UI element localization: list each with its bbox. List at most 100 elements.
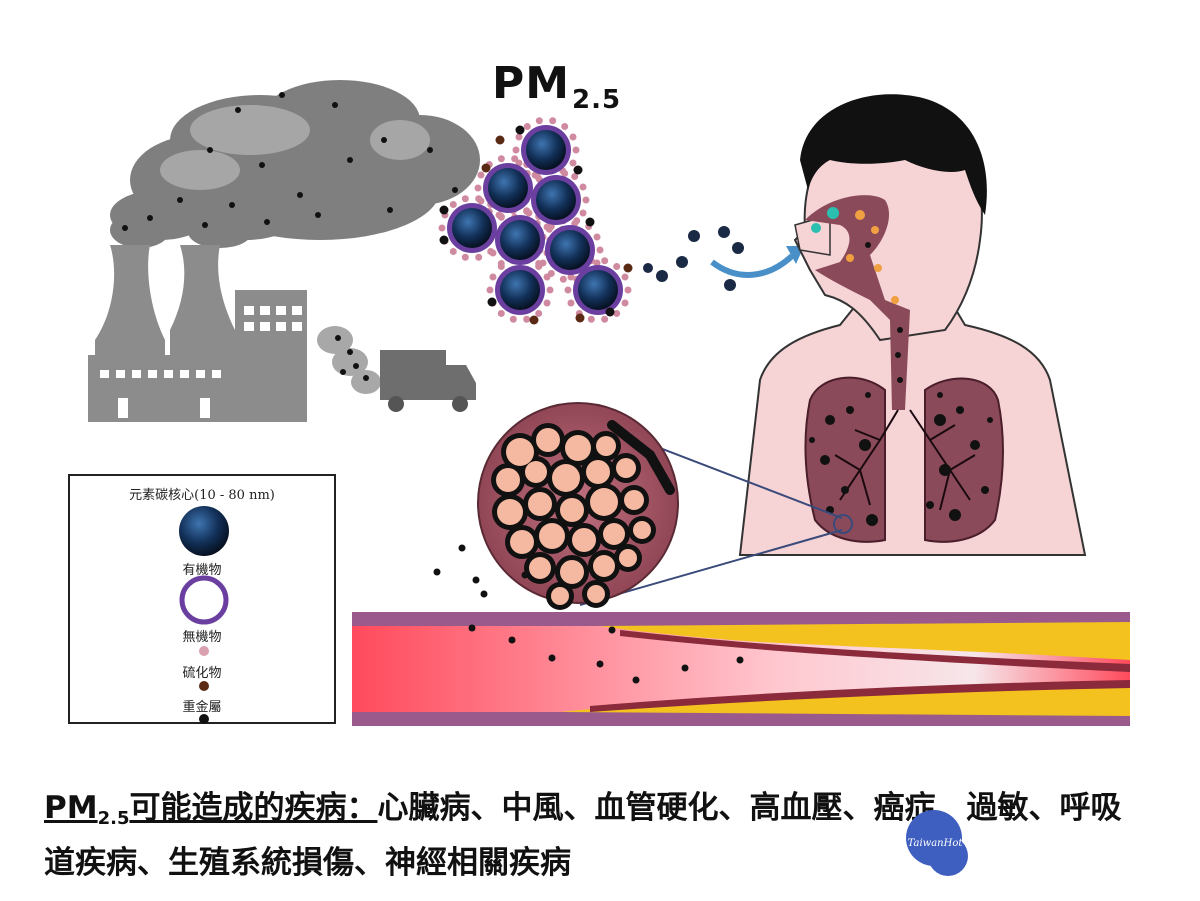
- lung-particle: [981, 486, 989, 494]
- inorganic-particle: [509, 315, 517, 323]
- alveolus: [529, 557, 551, 579]
- carbon-core: [526, 130, 566, 170]
- sulfide-particle: [575, 313, 585, 323]
- pm25-title: PM2.5: [492, 58, 622, 115]
- alveolus: [552, 464, 580, 492]
- inhale-arrow: [710, 253, 795, 278]
- inorganic-particle: [559, 275, 567, 283]
- alveolus: [565, 435, 591, 461]
- legend-metal-label: 重金屬: [182, 700, 222, 715]
- lung-particle: [820, 455, 830, 465]
- lung-particles: [809, 392, 993, 526]
- truck: [380, 350, 476, 412]
- legend-inorganic-swatch: [199, 646, 209, 656]
- alveolus: [633, 521, 651, 539]
- lung-particle: [987, 417, 993, 423]
- inorganic-particle: [475, 195, 483, 203]
- inorganic-particle: [535, 309, 543, 317]
- inorganic-particle: [624, 286, 632, 294]
- alveolus: [590, 488, 618, 516]
- inorganic-particle: [497, 309, 505, 317]
- caption-pm-label: PM2.5: [44, 790, 130, 829]
- inorganic-particle: [567, 299, 575, 307]
- alveolus: [551, 587, 569, 605]
- inorganic-particle: [573, 217, 581, 225]
- alveolus: [525, 461, 547, 483]
- sulfide-particle: [529, 315, 539, 325]
- alveolus: [560, 498, 584, 522]
- inorganic-particle: [593, 259, 601, 267]
- sulfide-particle: [623, 263, 633, 273]
- inorganic-particle: [535, 263, 543, 271]
- alveolus: [619, 549, 637, 567]
- taiwanhot-logo: TaiwanHot: [898, 808, 972, 878]
- inorganic-particle: [523, 123, 531, 131]
- inorganic-particle: [579, 209, 587, 217]
- inorganic-particle: [449, 247, 457, 255]
- inorganic-particle: [486, 286, 494, 294]
- airborne-particles: [643, 226, 744, 291]
- inorganic-particle: [543, 299, 551, 307]
- logo-text: TaiwanHot: [907, 838, 963, 849]
- inorganic-particle: [497, 155, 505, 163]
- alveolus: [593, 555, 615, 577]
- inorganic-particle: [567, 273, 575, 281]
- legend-core-swatch: [179, 506, 229, 556]
- inorganic-particle: [497, 263, 505, 271]
- alveolus: [497, 499, 523, 525]
- alveolus: [624, 490, 644, 510]
- carbon-core: [578, 270, 618, 310]
- legend-sulfide-swatch: [199, 681, 209, 691]
- sulfide-particle: [495, 135, 505, 145]
- alveolus: [586, 460, 610, 484]
- nasal-airway: [805, 195, 910, 410]
- inorganic-particle: [474, 184, 482, 192]
- particle-legend: 元素碳核心(10 - 80 nm) 有機物 無機物 硫化物 重金屬: [68, 474, 336, 724]
- inorganic-particle: [569, 133, 577, 141]
- carbon-core: [536, 180, 576, 220]
- pm25-particle-cluster: [438, 117, 633, 325]
- heavy-metal-particle: [487, 297, 497, 307]
- heavy-metal-particle: [439, 235, 449, 245]
- disease-caption: PM2.5可能造成的疾病：心臟病、中風、血管硬化、高血壓、癌症、過敏、呼吸道疾病…: [44, 786, 1134, 885]
- sulfide-particle: [481, 163, 491, 173]
- lung-particle: [841, 486, 849, 494]
- inorganic-particle: [475, 253, 483, 261]
- lung-particle: [809, 437, 815, 443]
- zoom-target: [833, 514, 853, 534]
- inorganic-particle: [449, 201, 457, 209]
- alveolus: [510, 530, 534, 554]
- lung-particle: [825, 415, 835, 425]
- human-figure: [738, 94, 1087, 556]
- factory-windows: [100, 306, 302, 418]
- inorganic-particle: [461, 253, 469, 261]
- carbon-core: [452, 208, 492, 248]
- inorganic-particle: [593, 233, 601, 241]
- alveolus: [560, 560, 584, 584]
- lung-particle: [859, 439, 871, 451]
- inorganic-particle: [489, 249, 497, 257]
- carbon-core: [550, 230, 590, 270]
- inorganic-particle: [621, 273, 629, 281]
- inorganic-particle: [601, 315, 609, 323]
- inorganic-particle: [477, 171, 485, 179]
- truck-exhaust: [317, 326, 381, 394]
- alveolus: [616, 458, 636, 478]
- alveolus: [539, 523, 565, 549]
- heavy-metal-particle: [605, 307, 615, 317]
- inorganic-particle: [564, 286, 572, 294]
- carbon-core: [500, 270, 540, 310]
- heavy-metal-particle: [585, 217, 595, 227]
- inorganic-particle: [579, 183, 587, 191]
- heavy-metal-particle: [573, 165, 583, 175]
- inorganic-particle: [601, 257, 609, 265]
- alveolus: [536, 428, 560, 452]
- inorganic-particle: [497, 213, 505, 221]
- inorganic-particle: [515, 133, 523, 141]
- inorganic-particle: [569, 159, 577, 167]
- inorganic-particle: [438, 224, 446, 232]
- lung-particle: [939, 464, 951, 476]
- inorganic-particle: [533, 173, 541, 181]
- lung-particle: [970, 440, 980, 450]
- lung-particle: [866, 514, 878, 526]
